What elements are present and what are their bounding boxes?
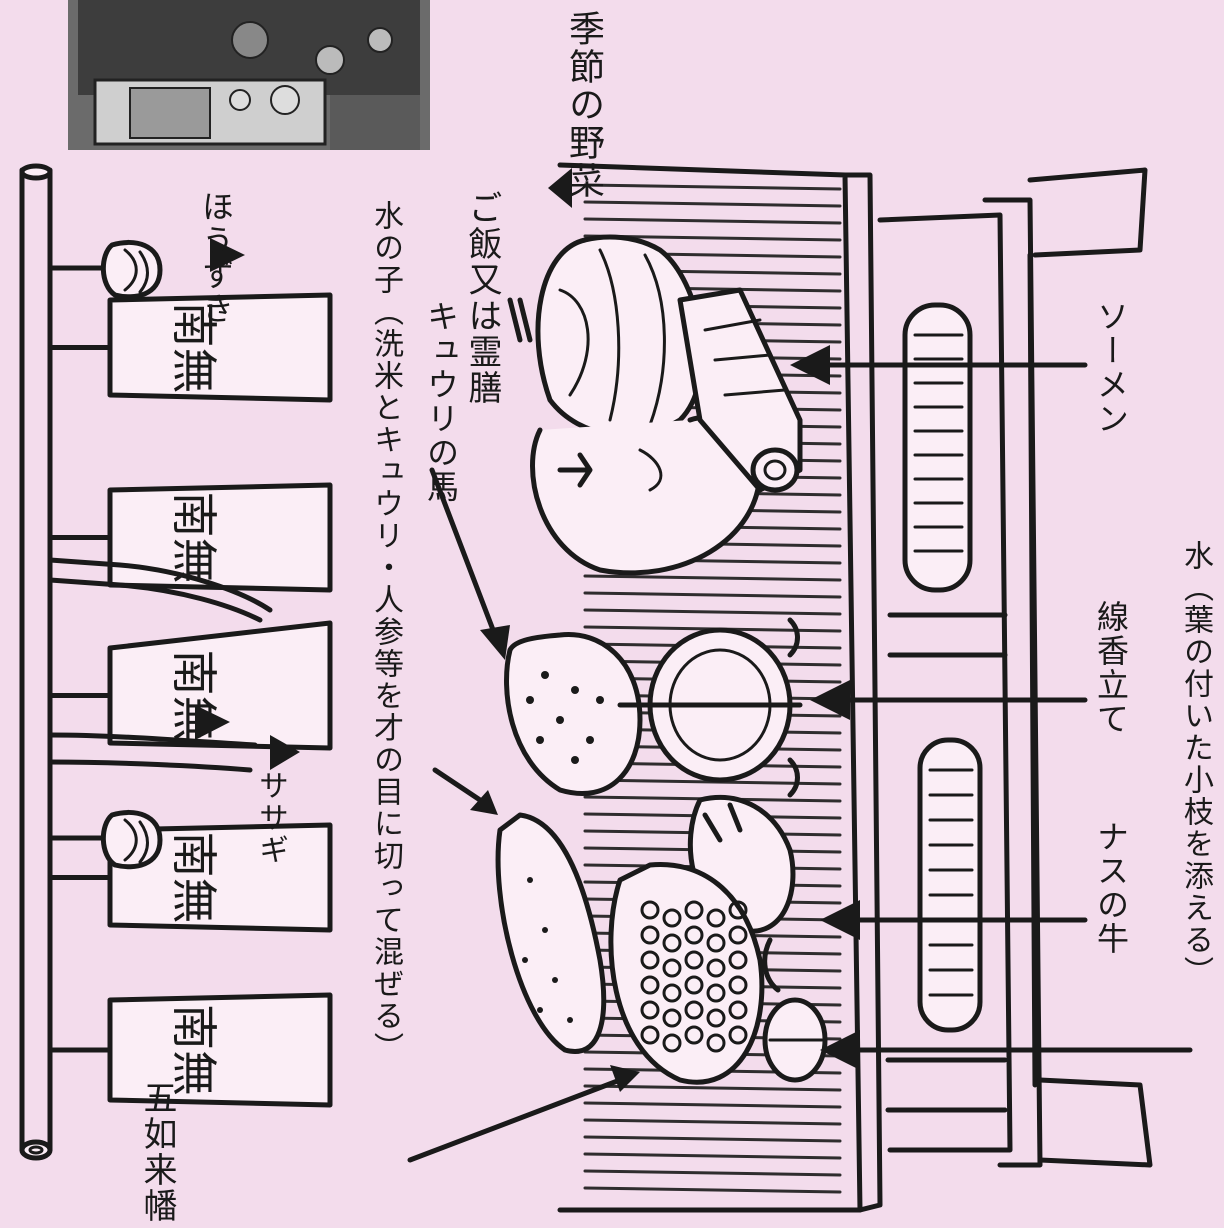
label-nasu-ushi: ナスの牛 [1092, 820, 1130, 956]
hozuki-top [47, 239, 163, 300]
label-sasage: ササギ [253, 770, 288, 866]
label-somen: ソーメン [1092, 300, 1130, 436]
cucumber-horse [504, 631, 643, 796]
bamboo-pole [19, 163, 53, 1161]
label-mizunoko: 水の子（洗米とキュウリ・人参等を才の目に切って混ぜる） [368, 200, 403, 1064]
label-mizu: 水（葉の付いた小枝を添える） [1178, 540, 1213, 988]
label-gohan: ご飯又は霊膳 [462, 190, 502, 406]
label-senko-tate: 線香立て [1092, 600, 1130, 736]
namu-banner: 南無 [47, 822, 333, 933]
seasonal-vegetables [507, 234, 803, 576]
altar-photo-thumbnail [68, 0, 430, 150]
banner-text: 南無 [167, 302, 221, 394]
arrows [195, 168, 1193, 1163]
banner-text: 南無 [167, 492, 221, 584]
mizunoko-bowl [608, 861, 765, 1085]
label-kyuri-uma: キュウリの馬 [422, 300, 460, 504]
banner-text: 南無 [167, 1004, 221, 1096]
namu-banner: 南無 [47, 620, 333, 751]
label-gonyorai: 五如来幡 [137, 1080, 177, 1224]
hozuki-bottom [47, 809, 163, 870]
sasage-beans [47, 557, 273, 773]
namu-banner: 南無 [47, 482, 333, 593]
banner-text: 南無 [167, 832, 221, 924]
namu-banner: 南無 [47, 292, 333, 403]
incense-holder [617, 617, 803, 798]
water-bowl [762, 937, 828, 1083]
label-kisetsu-yasai: 季節の野菜 [563, 10, 604, 200]
namu-banner: 南無 [47, 992, 333, 1108]
label-hozuki: ほうずき [197, 190, 235, 326]
